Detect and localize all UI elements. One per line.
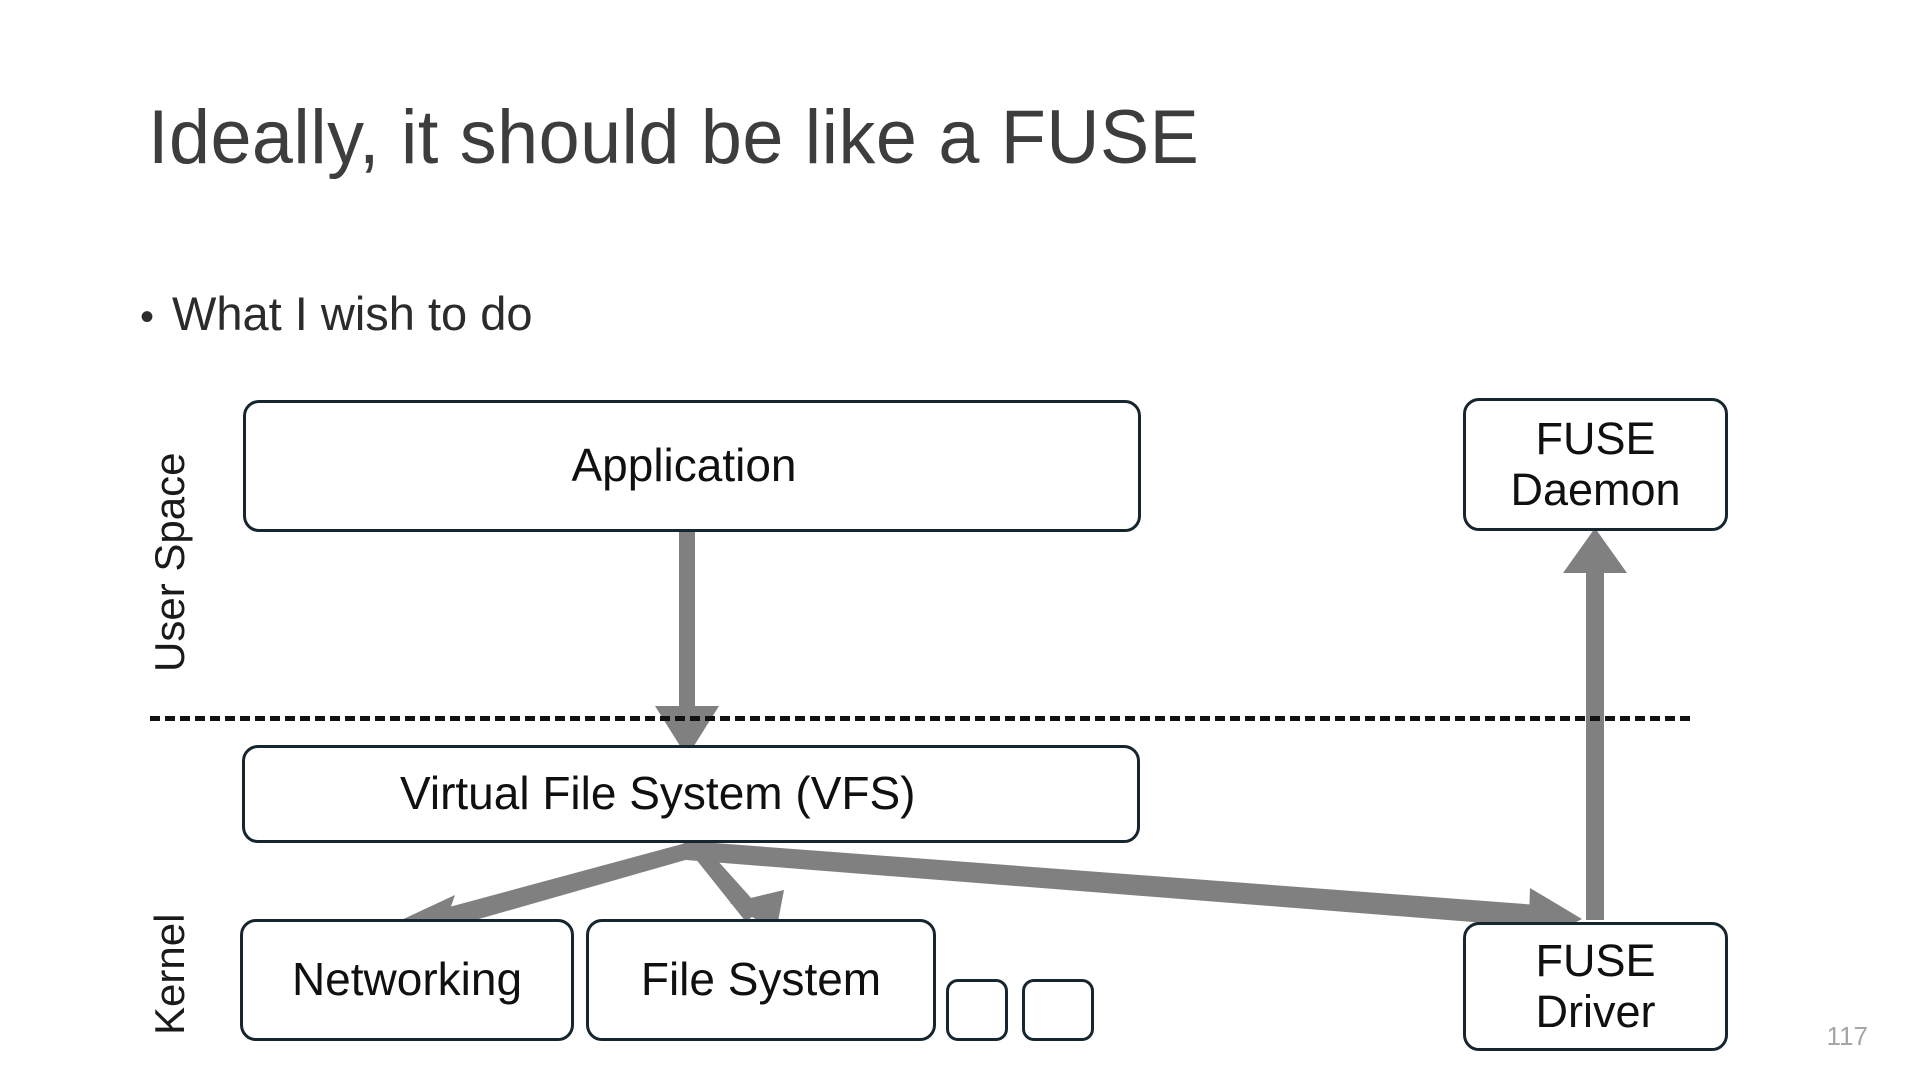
page-number: 117 [1826,1021,1868,1051]
node-file-system[interactable]: File System [586,919,936,1041]
arrow-application-to-vfs [655,532,719,757]
zone-label-user-space: User Space [146,452,193,672]
node-vfs-label: Virtual File System (VFS) [400,767,916,820]
node-fuse-driver[interactable]: FUSE Driver [1463,922,1728,1051]
list-item: • What I wish to do [140,285,1040,346]
bullet-marker-icon: • [140,295,155,339]
user-kernel-divider [150,716,1690,721]
zone-label-kernel: Kernel [146,913,193,1035]
arrow-fuse-driver-to-daemon [1563,528,1627,920]
node-small-box-2[interactable] [1022,979,1094,1041]
node-networking[interactable]: Networking [240,919,574,1041]
node-fuse-daemon[interactable]: FUSE Daemon [1463,398,1728,531]
node-fuse-driver-label: FUSE Driver [1535,935,1656,1037]
bullet-list: • What I wish to do [140,285,1040,346]
node-virtual-file-system[interactable]: Virtual File System (VFS) [242,745,1140,843]
bullet-text: What I wish to do [172,287,533,340]
node-networking-label: Networking [291,953,523,1006]
node-fuse-daemon-label: FUSE Daemon [1510,413,1681,515]
node-application[interactable]: Application [243,400,1141,532]
node-small-box-1[interactable] [946,979,1008,1041]
node-file-system-label: File System [640,953,882,1006]
page-title: Ideally, it should be like a FUSE [148,95,1200,180]
node-application-label: Application [571,439,797,492]
